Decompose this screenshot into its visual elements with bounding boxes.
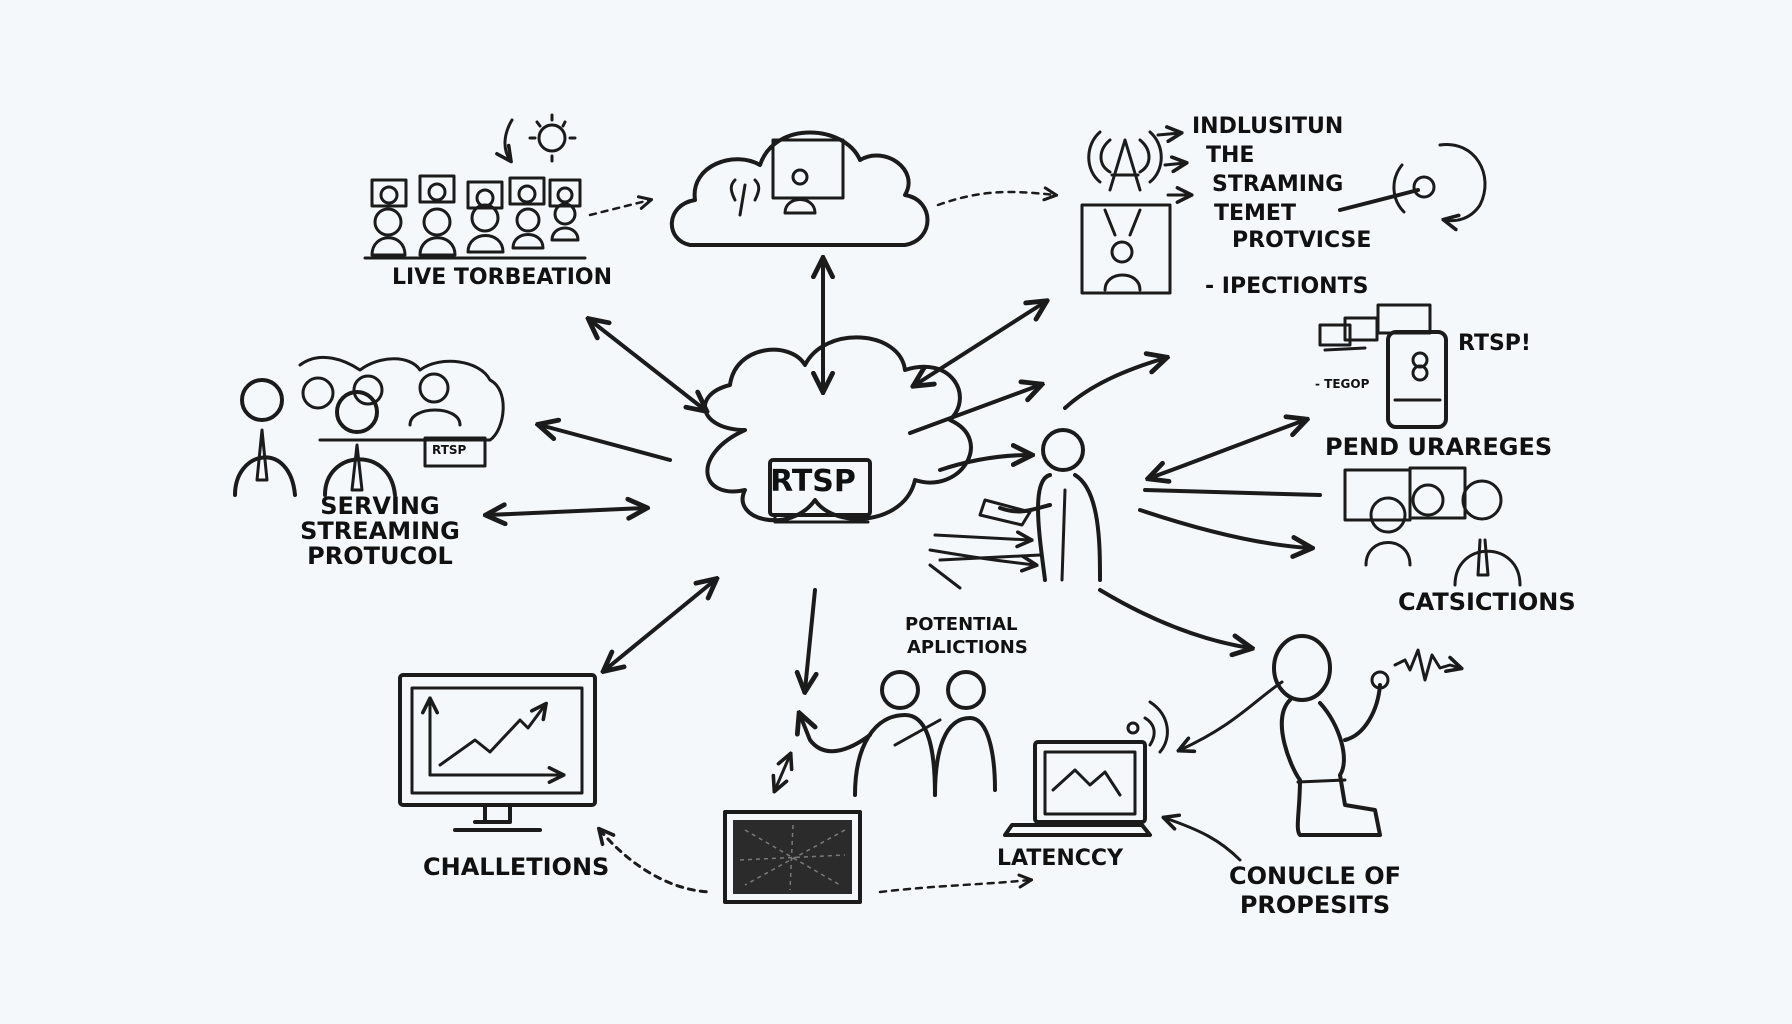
live-transmission-label: LIVE TORBEATION: [392, 265, 612, 290]
phone-side-note: - TEGOP: [1315, 377, 1370, 391]
dark-screen-icon: [600, 810, 1030, 904]
hub-label: RTSP: [770, 464, 856, 499]
conucle-label: CONUCLE OF PROPESITS: [1215, 862, 1415, 920]
top-right-note: - IPECTIONTS: [1205, 274, 1369, 299]
potential-line-2: APLICTIONS: [907, 636, 1028, 658]
audience-group-icon: [363, 113, 650, 260]
top-right-item-2: THE: [1206, 143, 1255, 169]
monitor-chart-icon: [398, 673, 597, 832]
catsictions-label: CATSICTIONS: [1398, 588, 1576, 616]
serving-line-2: STREAMING: [300, 517, 460, 546]
latency-label: LATENCCY: [997, 846, 1124, 871]
top-right-label-list: INDLUSITUN THE STRAMING TEMET PROTVICSE: [1192, 114, 1372, 254]
top-right-item-3: STRAMING: [1212, 172, 1344, 198]
top-right-item-4: TEMET: [1214, 201, 1296, 227]
broadcast-tower-icon: [936, 132, 1190, 295]
left-rtsp-badge-label: RTSP: [432, 443, 467, 457]
kneeling-person-icon: [1165, 634, 1460, 862]
potential-line-1: POTENTIAL: [905, 614, 1018, 635]
two-people-icon: [775, 670, 997, 797]
laptop-chart-icon: [1003, 700, 1169, 837]
pend-urareges-label: PEND URAREGES: [1325, 433, 1553, 461]
top-cloud-icon: [669, 130, 930, 247]
phone-label: RTSP!: [1458, 331, 1531, 356]
conucle-line-2: PROPESITS: [1239, 891, 1391, 920]
target-icon: [1338, 143, 1487, 221]
serving-line-3: PROTUCOL: [307, 542, 453, 571]
serving-line-1: SERVING: [320, 492, 440, 520]
serving-streaming-label: SERVING STREAMING PROTUCOL: [290, 492, 470, 571]
smartphone-icon: [1318, 303, 1448, 429]
potential-applications-label: POTENTIAL APLICTIONS: [905, 614, 1028, 658]
top-right-item-1: INDLUSITUN: [1192, 114, 1344, 139]
hub-connection-arrows: [488, 260, 1322, 690]
top-right-item-5: PROTVICSE: [1232, 228, 1372, 254]
challetions-label: CHALLETIONS: [423, 853, 610, 881]
users-group-icon: [1343, 466, 1522, 587]
team-group-icon: [233, 355, 505, 497]
person-with-tablet-icon: [978, 428, 1102, 582]
conucle-line-1: CONUCLE OF: [1228, 862, 1402, 890]
